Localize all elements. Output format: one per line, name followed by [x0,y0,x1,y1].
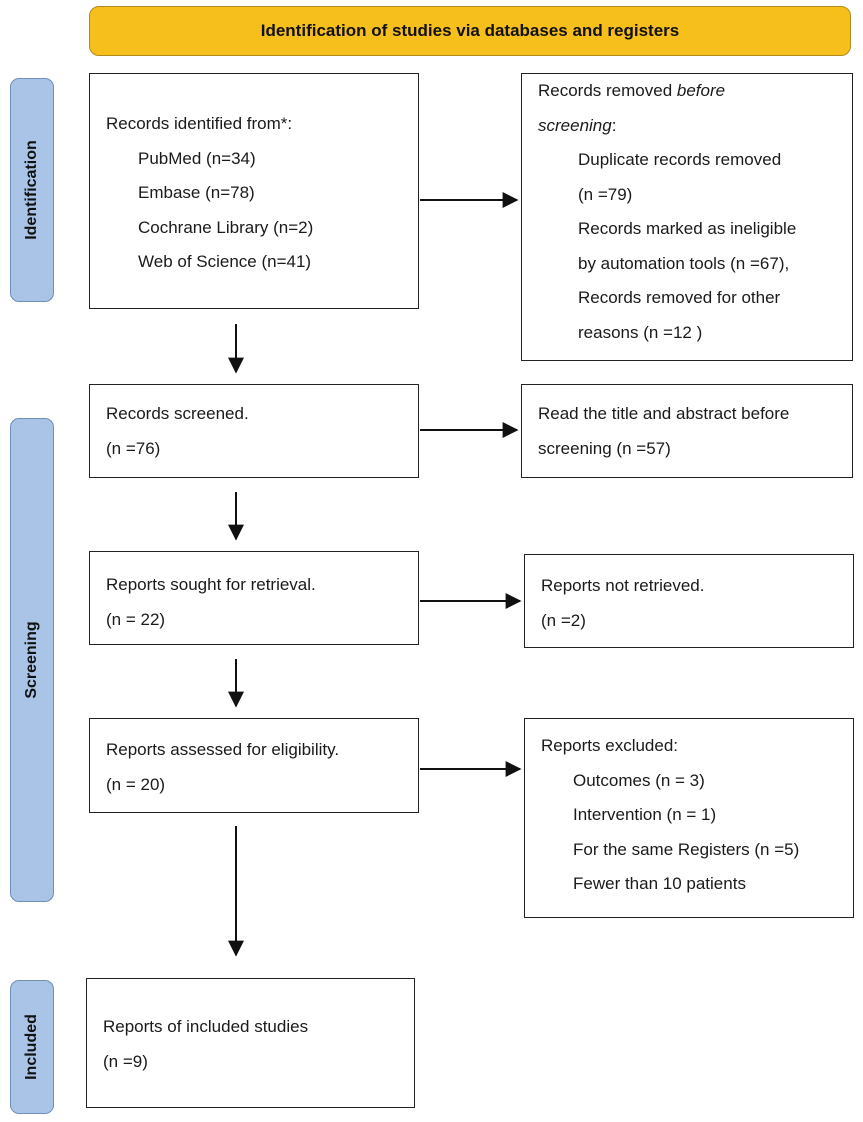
reports-assessed-label: Reports assessed for eligibility. [106,740,340,759]
reports-sought-count: (n = 22) [106,609,166,629]
source-embase: Embase (n=78) [138,183,255,202]
removed-automation-count: by automation tools (n =67), [578,253,790,273]
reports-sought-label: Reports sought for retrieval. [106,575,316,594]
removed-automation: Records marked as ineligible [578,219,797,238]
source-cochrane: Cochrane Library (n=2) [138,217,314,237]
title-abstract-line1: Read the title and abstract before [538,404,790,423]
diagram-title: Identification of studies via databases … [89,6,851,56]
removed-duplicates-count: (n =79) [578,184,633,204]
included-studies-count: (n =9) [103,1051,148,1071]
phase-included: Included [10,980,54,1114]
excluded-fewer-patients: Fewer than 10 patients [573,874,746,893]
removed-other-count: reasons (n =12 ) [578,322,703,342]
included-studies-box: Reports of included studies (n =9) [86,978,415,1108]
records-removed-heading-line2: screening: [538,115,617,135]
title-abstract-box: Read the title and abstract before scree… [521,384,853,478]
reports-not-retrieved-box: Reports not retrieved. (n =2) [524,554,854,648]
source-web-of-science: Web of Science (n=41) [138,252,312,271]
records-removed-box: Records removed before screening: Duplic… [521,73,853,361]
reports-not-retrieved-count: (n =2) [541,610,586,630]
reports-excluded-box: Reports excluded: Outcomes (n = 3) Inter… [524,718,854,918]
records-removed-heading-line1: Records removed before [538,81,726,100]
records-identified-heading: Records identified from*: [106,114,293,133]
excluded-same-registers: For the same Registers (n =5) [573,839,800,859]
source-pubmed: PubMed (n=34) [138,148,256,168]
reports-excluded-heading: Reports excluded: [541,736,679,755]
reports-not-retrieved-label: Reports not retrieved. [541,576,705,595]
included-studies-label: Reports of included studies [103,1017,309,1036]
records-identified-box: Records identified from*: PubMed (n=34) … [89,73,419,309]
reports-assessed-count: (n = 20) [106,774,166,794]
phase-screening: Screening [10,418,54,902]
reports-sought-box: Reports sought for retrieval. (n = 22) [89,551,419,645]
removed-duplicates: Duplicate records removed [578,150,782,169]
records-screened-box: Records screened. (n =76) [89,384,419,478]
excluded-outcomes: Outcomes (n = 3) [573,770,705,790]
reports-assessed-box: Reports assessed for eligibility. (n = 2… [89,718,419,813]
phase-identification: Identification [10,78,54,302]
records-screened-label: Records screened. [106,404,249,423]
removed-other: Records removed for other [578,288,781,307]
records-screened-count: (n =76) [106,438,161,458]
excluded-intervention: Intervention (n = 1) [573,805,717,824]
title-abstract-line2: screening (n =57) [538,438,671,458]
